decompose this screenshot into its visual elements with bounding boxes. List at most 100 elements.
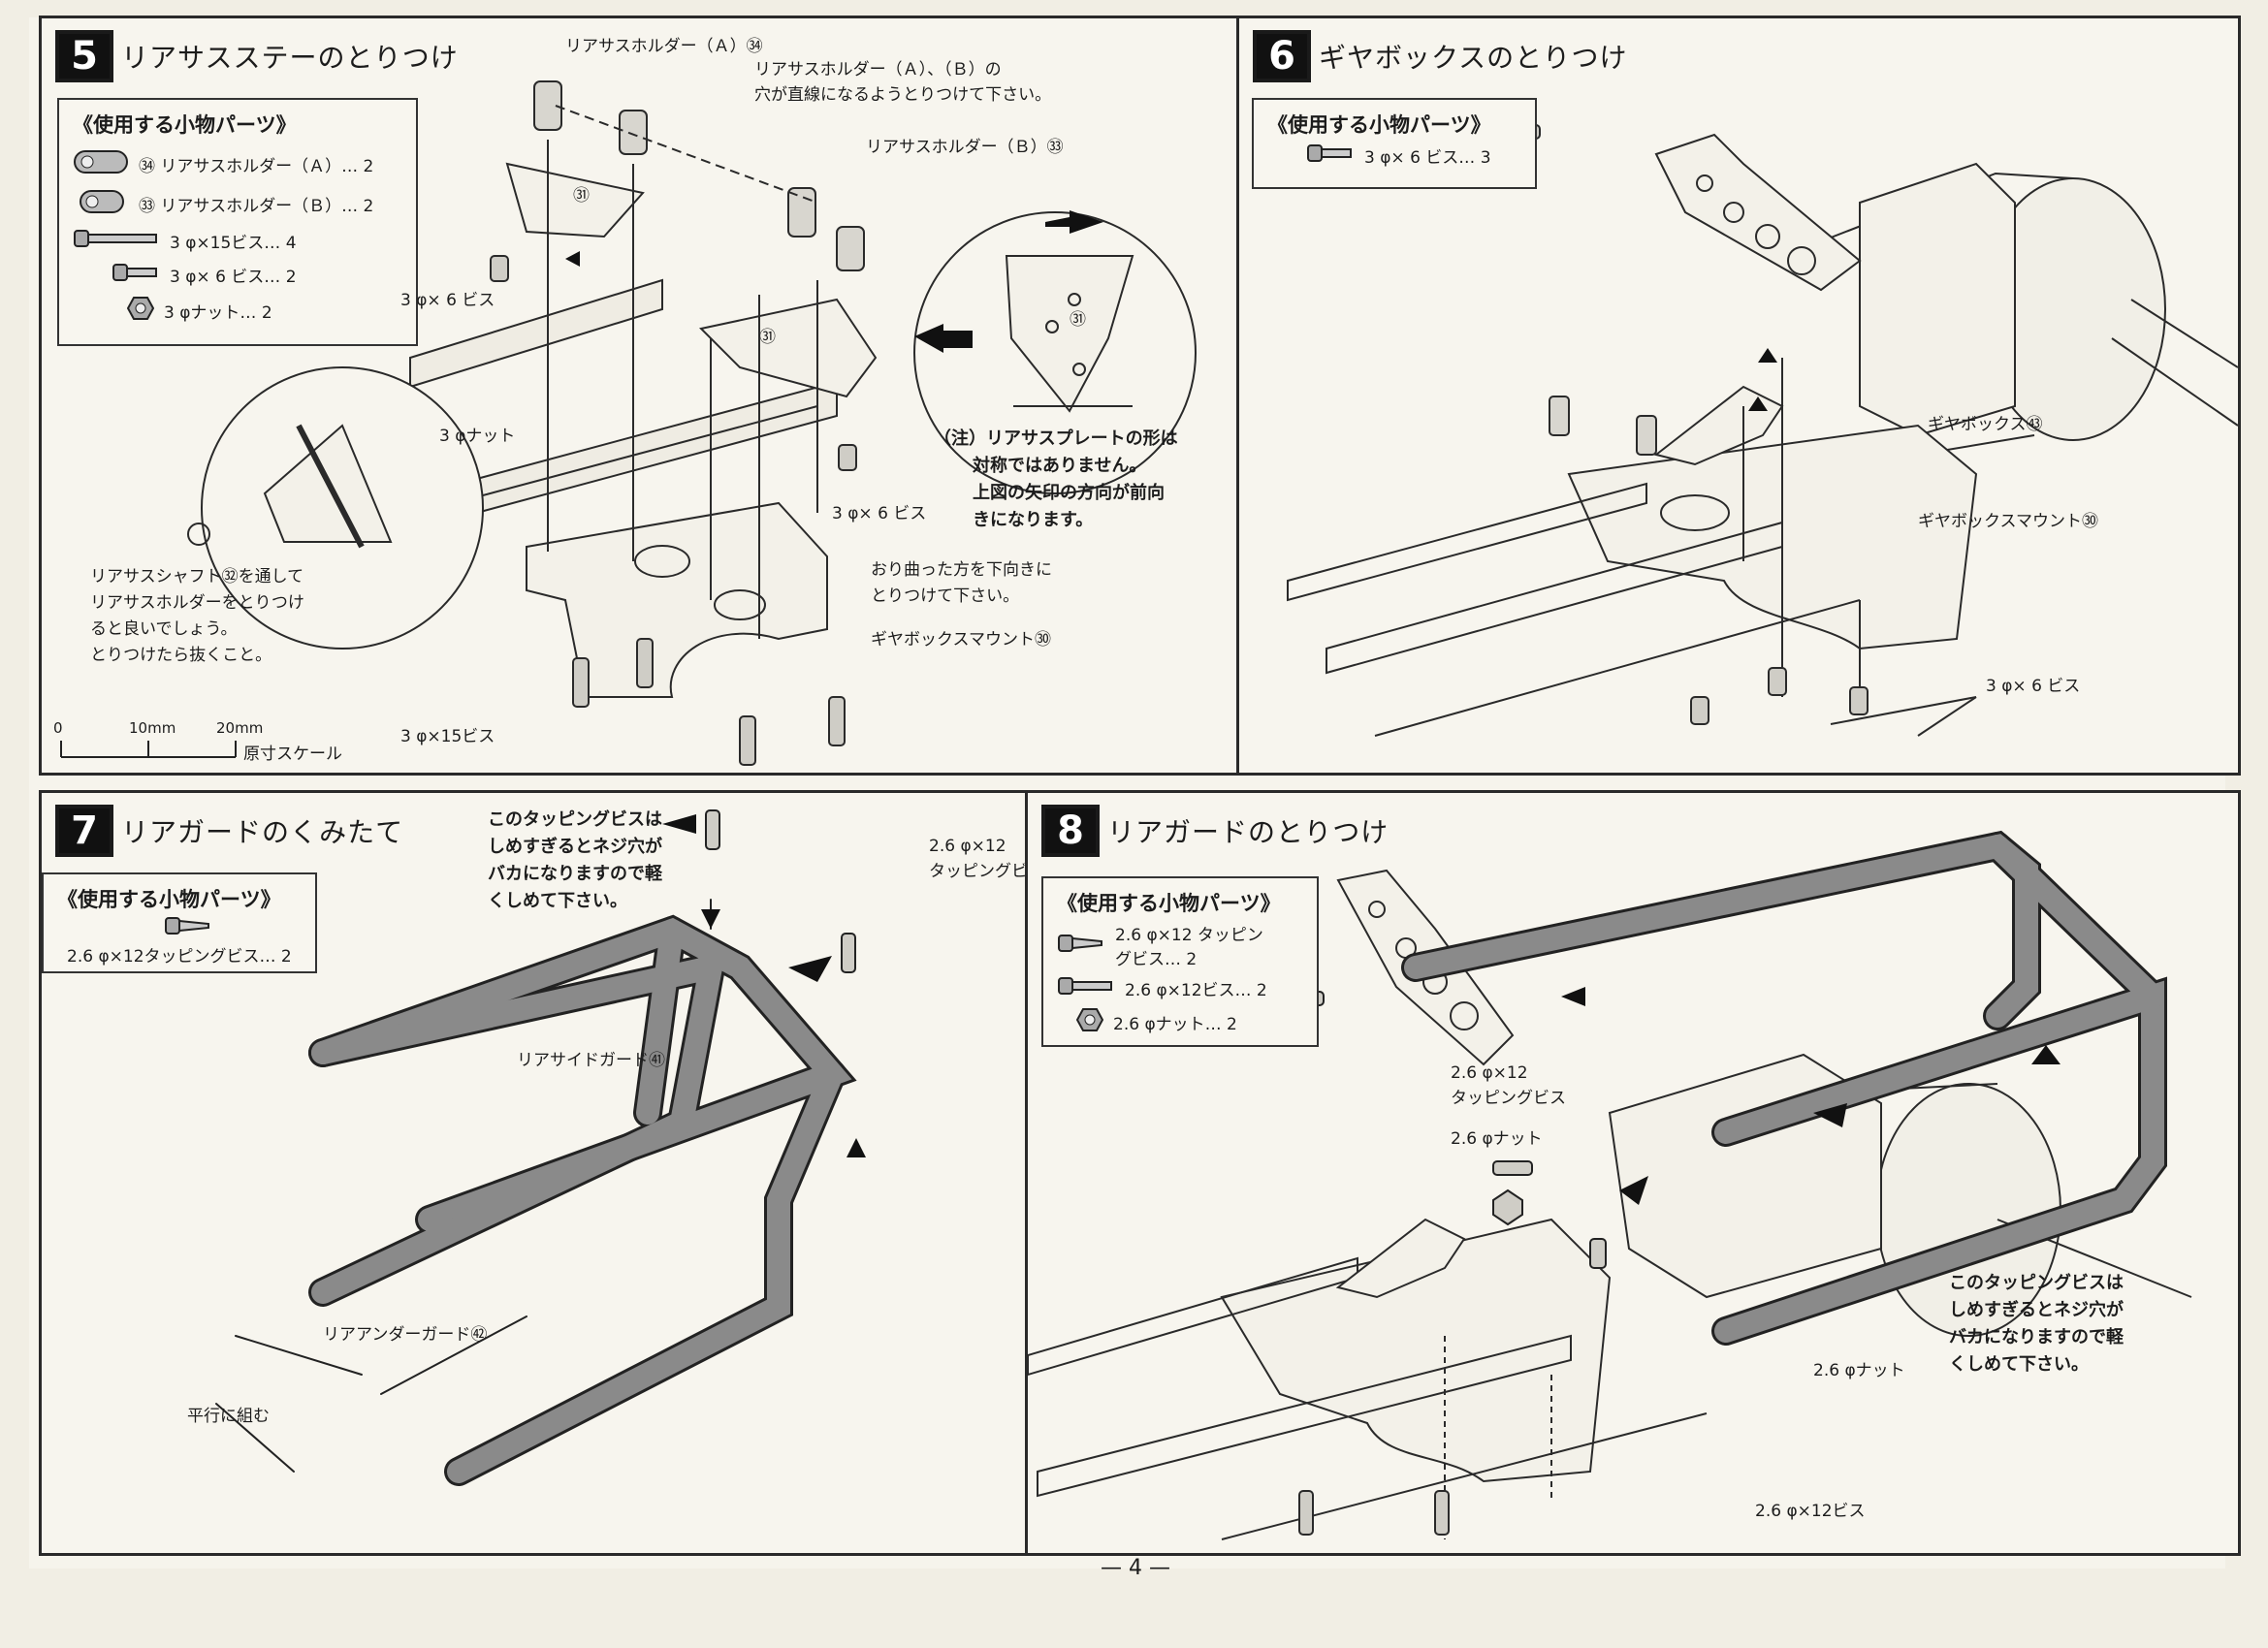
- screw-icon: [73, 228, 160, 254]
- tapping-caution: しめすぎるとネジ穴が: [488, 837, 662, 857]
- step-title: リアサスステーのとりつけ: [121, 42, 459, 74]
- bent-note: おり曲った方を下向きに: [871, 560, 1052, 580]
- tapping-caution: バカになりますので軽: [1949, 1327, 2124, 1347]
- step-title: リアガードのくみたて: [121, 816, 404, 848]
- nut-label: 2.6 φナット: [1451, 1129, 1543, 1149]
- step-5-panel: 5 リアサスステーのとりつけ 《使用する小物パーツ》 ㉞ リアサスホルダー（Ａ）…: [39, 16, 1242, 776]
- side-guard-label: リアサイドガード㊶: [517, 1051, 665, 1070]
- gearbox-mount-label: ギヤボックスマウント㉚: [1918, 512, 2098, 531]
- parts-box-title: 《使用する小物パーツ》: [73, 113, 297, 137]
- part-label: 2.6 φ×12タッピングビス… 2: [67, 947, 292, 967]
- tapping-screw-label: タッピングビス: [1451, 1089, 1566, 1108]
- tapping-caution: しめすぎるとネジ穴が: [1949, 1300, 2124, 1320]
- part-label: 3 φ×15ビス… 4: [170, 234, 297, 253]
- part-label: 3 φ× 6 ビス… 2: [170, 268, 297, 287]
- step-number: 6: [1253, 30, 1311, 82]
- plate-number: ㉛: [1070, 310, 1086, 330]
- page-number: — 4 —: [1101, 1556, 1170, 1580]
- part-item: 2.6 φ×12タッピングビス… 2: [57, 942, 302, 967]
- part-item: 3 φナット… 2: [73, 296, 402, 326]
- tapping-caution: くしめて下さい。: [1949, 1354, 2089, 1375]
- step-number: 8: [1041, 805, 1100, 857]
- part-item: ㉝ リアサスホルダー（Ｂ）… 2: [73, 188, 402, 220]
- step-8-illustration: [1028, 830, 2192, 1540]
- caution-note: 対称ではありません。: [973, 456, 1147, 476]
- step-5-heading: 5 リアサスステーのとりつけ: [55, 30, 459, 82]
- plate-number: ㉛: [759, 328, 776, 347]
- tapping-caution: くしめて下さい。: [488, 891, 627, 911]
- alignment-note: リアサスホルダー（Ａ）、（Ｂ）の: [754, 60, 1002, 79]
- step-6-panel: 6 ギヤボックスのとりつけ 《使用する小物パーツ》 3 φ× 6 ビス… 3 ギ…: [1236, 16, 2241, 776]
- step-8-parts-box: 《使用する小物パーツ》 2.6 φ×12 タッピングビス… 2 2.6 φ×12…: [1041, 876, 1319, 1047]
- caution-note: 上図の矢印の方向が前向: [973, 483, 1165, 503]
- step-8-panel: 8 リアガードのとりつけ 《使用する小物パーツ》 2.6 φ×12 タッピングビ…: [1025, 790, 2241, 1556]
- screw-label: 3 φ× 6 ビス: [832, 504, 927, 523]
- bent-note: とりつけて下さい。: [871, 586, 1020, 606]
- tapping-screw-icon: [57, 915, 302, 940]
- nut-icon: [1075, 1007, 1104, 1037]
- step-7-heading: 7 リアガードのくみたて: [55, 805, 403, 857]
- caution-note: きになります。: [973, 510, 1094, 530]
- step-6-heading: 6 ギヤボックスのとりつけ: [1253, 30, 1627, 82]
- step-number: 5: [55, 30, 113, 82]
- screw-icon: [1057, 975, 1115, 1001]
- part-item: 2.6 φ×12ビス… 2: [1057, 975, 1303, 1001]
- part-item: 2.6 φナット… 2: [1057, 1007, 1303, 1037]
- step-8-heading: 8 リアガードのとりつけ: [1041, 805, 1389, 857]
- nut-icon: [126, 296, 155, 326]
- step-number: 7: [55, 805, 113, 857]
- holder-b-label: リアサスホルダー（Ｂ）㉝: [866, 138, 1064, 157]
- parts-box-title: 《使用する小物パーツ》: [57, 888, 281, 911]
- step-5-parts-box: 《使用する小物パーツ》 ㉞ リアサスホルダー（Ａ）… 2 ㉝ リアサスホルダー（…: [57, 98, 418, 346]
- scale-tick-label: 0: [53, 719, 63, 737]
- scale-tick-label: 20mm: [216, 719, 264, 737]
- step-7-parts-box: 《使用する小物パーツ》 2.6 φ×12タッピングビス… 2: [42, 872, 317, 973]
- step-7-panel: 7 リアガードのくみたて 《使用する小物パーツ》 2.6 φ×12タッピングビス…: [39, 790, 1031, 1556]
- screw-icon: [1306, 143, 1355, 169]
- parallel-label: 平行に組む: [187, 1407, 270, 1426]
- part-label: 3 φナット… 2: [164, 303, 272, 323]
- tapping-caution: バカになりますので軽: [488, 864, 662, 884]
- shaft-tip: ると良いでしょう。: [90, 619, 238, 639]
- step-5-illustration: [60, 80, 1197, 766]
- screw-label: 3 φ× 6 ビス: [400, 291, 495, 310]
- holder-a-label: リアサスホルダー（Ａ）㉞: [565, 37, 763, 56]
- plate-number: ㉛: [573, 186, 590, 206]
- holder-icon: [73, 188, 129, 220]
- nut-label: 2.6 φナット: [1813, 1361, 1905, 1380]
- part-label: 2.6 φ×12 タッピングビス… 2: [1115, 926, 1263, 969]
- gearbox-label: ギヤボックス㊸: [1928, 415, 2043, 434]
- step-6-illustration: [1287, 124, 2238, 737]
- tapping-caution: このタッピングビスは: [1949, 1273, 2124, 1293]
- part-label: 3 φ× 6 ビス… 3: [1364, 148, 1491, 168]
- screw-label: 3 φ× 6 ビス: [1986, 677, 2081, 696]
- scale-name: 原寸スケール: [243, 745, 342, 764]
- step-title: リアガードのとりつけ: [1107, 816, 1390, 848]
- shaft-tip: リアサスホルダーをとりつけ: [90, 593, 304, 613]
- under-guard-label: リアアンダーガード㊷: [323, 1325, 488, 1345]
- screw-icon: [112, 262, 160, 288]
- tapping-screw-label: 2.6 φ×12: [929, 837, 1006, 856]
- tapping-screw-label: タッピングビス: [929, 862, 1028, 881]
- shaft-tip: とりつけたら抜くこと。: [90, 646, 272, 665]
- alignment-note: 穴が直線になるようとりつけて下さい。: [754, 85, 1052, 105]
- part-label: ㉞ リアサスホルダー（Ａ）… 2: [139, 157, 374, 176]
- part-item: 3 φ×15ビス… 4: [73, 228, 402, 254]
- parts-box-title: 《使用する小物パーツ》: [1057, 892, 1281, 915]
- part-item: ㉞ リアサスホルダー（Ａ）… 2: [73, 148, 402, 180]
- shaft-tip: リアサスシャフト㉜を通して: [90, 567, 304, 586]
- screw-label: 2.6 φ×12ビス: [1755, 1502, 1866, 1521]
- nut-label: 3 φナット: [439, 427, 516, 446]
- part-item: 3 φ× 6 ビス… 3: [1267, 143, 1521, 169]
- tapping-screw-icon: [1057, 933, 1105, 959]
- screw-label: 3 φ×15ビス: [400, 727, 495, 746]
- tapping-screw-label: 2.6 φ×12: [1451, 1063, 1528, 1083]
- step-7-illustration: [215, 809, 866, 1486]
- gearbox-mount-label: ギヤボックスマウント㉚: [871, 630, 1051, 650]
- tapping-caution: このタッピングビスは: [488, 809, 662, 830]
- part-item: 2.6 φ×12 タッピングビス… 2: [1057, 921, 1303, 969]
- part-label: 2.6 φナット… 2: [1113, 1015, 1237, 1034]
- scale-tick-label: 10mm: [129, 719, 176, 737]
- step-title: ギヤボックスのとりつけ: [1319, 42, 1628, 74]
- part-label: 2.6 φ×12ビス… 2: [1125, 981, 1267, 1000]
